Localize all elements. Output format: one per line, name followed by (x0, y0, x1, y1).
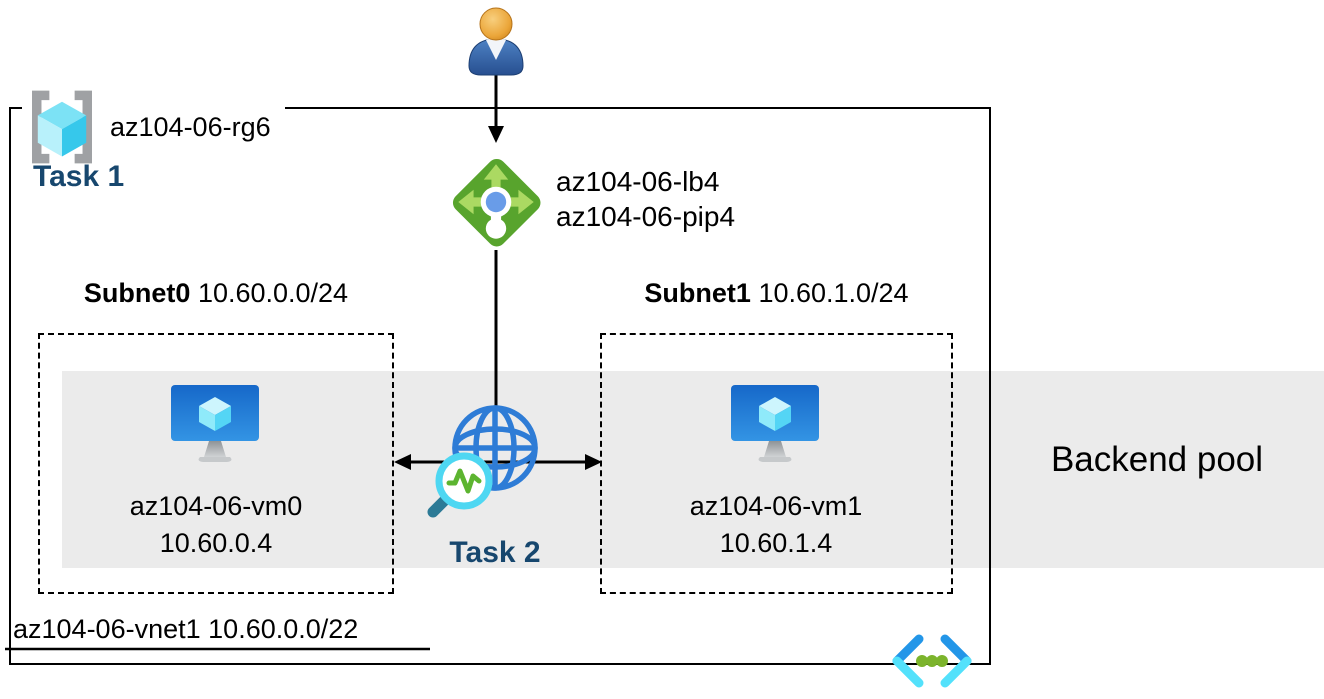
load-balancer-name: az104-06-lb4 (556, 166, 720, 197)
vm0-icon (171, 385, 259, 462)
subnet0-boundary (38, 333, 394, 594)
vm0-ip: 10.60.0.4 (159, 528, 273, 558)
virtual-network-icon (892, 634, 972, 688)
vm1-ip: 10.60.1.4 (719, 528, 833, 558)
resource-group-name: az104-06-rg6 (110, 111, 271, 142)
subnet0-cidr: 10.60.0.0/24 (197, 278, 349, 308)
vnet-cidr: 10.60.0.0/22 (208, 614, 359, 644)
subnet0-label: Subnet0 10.60.0.0/24 (40, 278, 392, 309)
user-icon (468, 7, 524, 76)
globe-monitor-icon (427, 405, 538, 518)
pulse-line (446, 468, 482, 494)
resource-group-icon (32, 90, 92, 164)
subnet0-name: Subnet0 (83, 278, 191, 308)
vm1-icon (731, 385, 819, 462)
subnet1-label: Subnet1 10.60.1.0/24 (602, 278, 951, 309)
subnet1-name: Subnet1 (644, 278, 751, 308)
resource-group-header: az104-06-rg6 (22, 84, 285, 170)
vm0-name: az104-06-vm0 (129, 491, 303, 521)
load-balancer-icon (452, 158, 541, 247)
vm0-label: az104-06-vm0 10.60.0.4 (66, 488, 366, 562)
public-ip-name: az104-06-pip4 (556, 201, 736, 232)
task2-label: Task 2 (449, 536, 541, 569)
vm1-label: az104-06-vm1 10.60.1.4 (626, 488, 926, 562)
magnifier-handle (427, 494, 451, 518)
resource-group-boundary (9, 107, 991, 665)
subnet1-cidr: 10.60.1.0/24 (758, 278, 909, 308)
backend-pool-label: Backend pool (1050, 440, 1264, 479)
vnet-name: az104-06-vnet1 (13, 614, 201, 644)
task1-label: Task 1 (33, 160, 125, 193)
load-balancer-labels: az104-06-lb4 az104-06-pip4 (556, 164, 735, 234)
vm1-name: az104-06-vm1 (689, 491, 863, 521)
backend-pool-band (62, 371, 1324, 568)
vnet-label: az104-06-vnet1 10.60.0.0/22 (13, 614, 358, 645)
